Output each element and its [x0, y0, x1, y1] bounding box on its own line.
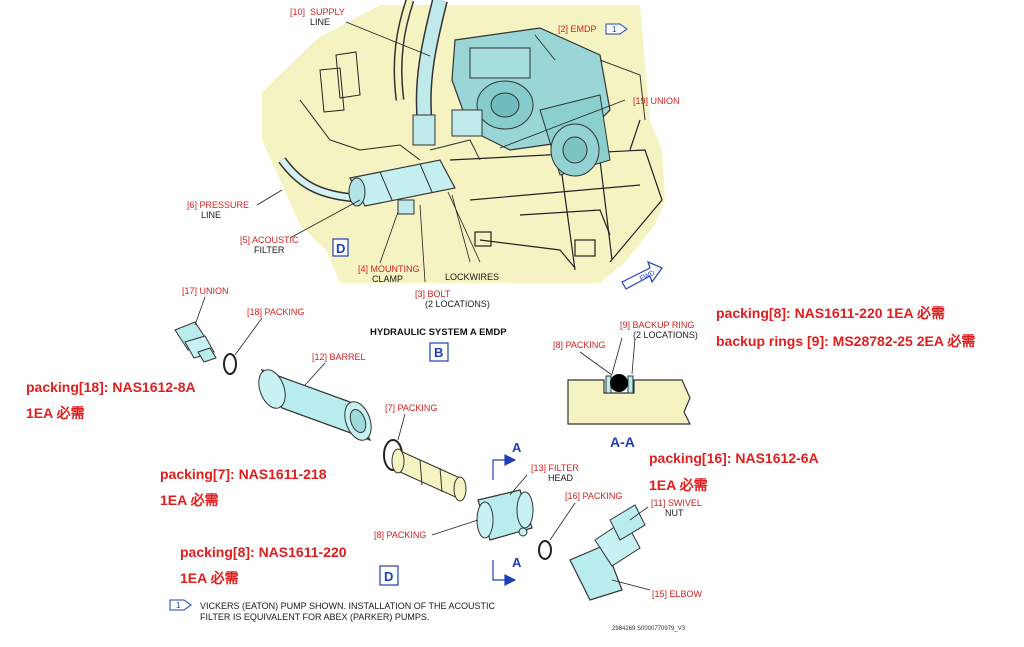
- detail-d-letter-exploded: D: [384, 569, 393, 584]
- note-flag-icon: [605, 23, 628, 35]
- callout-union-19: [19] UNION: [633, 96, 680, 106]
- callout-lockwires: LOCKWIRES: [445, 272, 499, 282]
- footnote-line-2: FILTER IS EQUIVALENT FOR ABEX (PARKER) P…: [200, 612, 429, 622]
- callout-emdp: [2] EMDP: [558, 24, 597, 34]
- section-b-letter: B: [434, 345, 443, 360]
- note-packing-7: packing[7]: NAS1611-218: [160, 466, 327, 482]
- callout-packing-7: [7] PACKING: [385, 403, 437, 413]
- callout-bolt: [3] BOLT: [415, 289, 451, 299]
- callout-union-17: [17] UNION: [182, 286, 229, 296]
- note-packing-8: packing[8]: NAS1611-220: [180, 544, 347, 560]
- backup-ring-right: [627, 375, 634, 394]
- section-a-upper-letter: A: [512, 440, 522, 455]
- section-b-box: [429, 342, 449, 362]
- callout-backup-ring-2: (2 LOCATIONS): [633, 330, 698, 340]
- note-packing-8-qty: 1EA 必需: [180, 570, 239, 586]
- installation-view: FWD [10] SUPPLY LINE [2] EMDP 1 [19] UNI…: [187, 0, 680, 362]
- elbow-15: [569, 504, 646, 601]
- barrel-12: [258, 368, 372, 442]
- installation-leaders: [256, 21, 626, 283]
- callout-barrel-12: [12] BARREL: [312, 352, 366, 362]
- callout-elbow-15: [15] ELBOW: [652, 589, 703, 599]
- callout-supply-line-text: SUPPLY: [310, 7, 345, 17]
- part-notes: packing[8]: NAS1611-220 1EA 必需 backup ri…: [26, 305, 975, 586]
- callout-packing-8-section: [8] PACKING: [553, 340, 605, 350]
- callout-packing-16: [16] PACKING: [565, 491, 622, 501]
- packing-18: [223, 353, 237, 375]
- detail-d-box: [332, 238, 349, 257]
- footnote-flag-number: 1: [176, 601, 181, 610]
- footnote-line-1: VICKERS (EATON) PUMP SHOWN. INSTALLATION…: [200, 601, 496, 611]
- airframe-structure: [449, 119, 663, 271]
- note-backup-rings-9: backup rings [9]: MS28782-25 2EA 必需: [716, 333, 975, 349]
- section-title: A-A: [610, 434, 635, 450]
- filter-element: [391, 448, 467, 502]
- note-packing-18: packing[18]: NAS1612-8A: [26, 379, 196, 395]
- detail-d-box-exploded: [379, 565, 399, 586]
- callout-swivel-nut-11: [11] SWIVEL: [651, 498, 702, 508]
- callout-acoustic-filter-2: FILTER: [254, 245, 285, 255]
- callout-mounting-clamp: [4] MOUNTING: [358, 264, 420, 274]
- supply-line: [393, 0, 448, 126]
- callout-packing-18: [18] PACKING: [247, 307, 304, 317]
- note-packing-8-top: packing[8]: NAS1611-220 1EA 必需: [716, 305, 945, 321]
- acoustic-filter: [348, 159, 456, 215]
- footnote-flag-icon: [169, 599, 192, 611]
- section-leaders: [579, 337, 636, 376]
- callout-acoustic-filter: [5] ACOUSTIC: [240, 235, 299, 245]
- note-flag-number: 1: [612, 25, 617, 34]
- note-packing-7-qty: 1EA 必需: [160, 492, 219, 508]
- section-a-lower-letter: A: [512, 555, 522, 570]
- callout-supply-line: [10]: [290, 7, 305, 17]
- callout-filter-head-13: [13] FILTER: [531, 463, 579, 473]
- callout-pressure-line-2: LINE: [201, 210, 221, 220]
- note-packing-16: packing[16]: NAS1612-6A: [649, 450, 819, 466]
- callout-packing-8-exploded: [8] PACKING: [374, 530, 426, 540]
- note-packing-18-qty: 1EA 必需: [26, 405, 85, 421]
- exploded-view: A A [17] UNION [18] PACKING [12] BARREL …: [174, 286, 703, 601]
- section-a-a-view: [8] PACKING [9] BACKUP RING (2 LOCATIONS…: [553, 320, 698, 450]
- packing-16: [538, 540, 552, 560]
- callout-swivel-nut-11-2: NUT: [665, 508, 684, 518]
- footnote: 1 VICKERS (EATON) PUMP SHOWN. INSTALLATI…: [169, 599, 686, 632]
- fwd-arrow: FWD: [621, 260, 663, 290]
- packing-8-section: [610, 374, 628, 392]
- note-packing-16-qty: 1EA 必需: [649, 477, 708, 493]
- union-17: [174, 321, 217, 363]
- exploded-leaders: [194, 296, 651, 591]
- callout-supply-line-2: LINE: [310, 17, 330, 27]
- callout-filter-head-13-2: HEAD: [548, 473, 574, 483]
- emdp-pump: [451, 27, 646, 177]
- callout-backup-ring: [9] BACKUP RING: [620, 320, 694, 330]
- callout-pressure-line: [6] PRESSURE: [187, 200, 249, 210]
- section-body: [567, 379, 691, 425]
- section-cut-markers: [492, 454, 517, 586]
- bracket-outline: [299, 51, 421, 161]
- figure-id: 2984269 S0000770979_V3: [612, 626, 686, 632]
- filter-head-13: [476, 489, 534, 541]
- installation-title: HYDRAULIC SYSTEM A EMDP: [370, 327, 507, 338]
- callout-mounting-clamp-2: CLAMP: [372, 274, 403, 284]
- callout-bolt-2: (2 LOCATIONS): [425, 299, 490, 309]
- fittings-cluster: [412, 109, 483, 161]
- fwd-label: FWD: [639, 270, 656, 283]
- detail-d-letter: D: [336, 241, 345, 256]
